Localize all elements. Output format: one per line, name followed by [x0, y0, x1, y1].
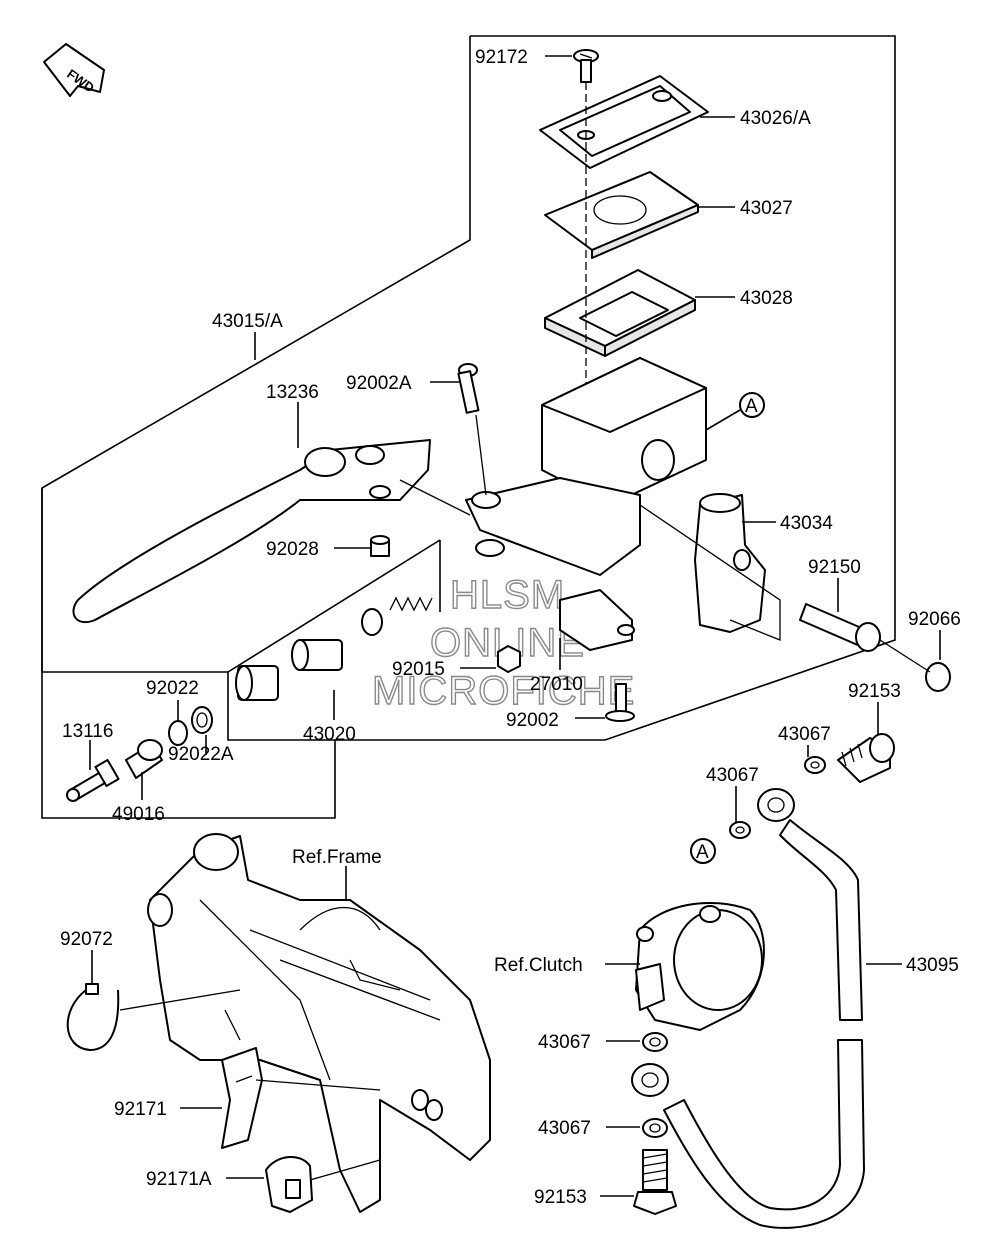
label-92172: 92172 [475, 47, 528, 68]
frame-reference [147, 833, 491, 1213]
pushrod-13116 [66, 758, 120, 802]
label-43027: 43027 [740, 198, 793, 219]
label-92015: 92015 [392, 659, 445, 680]
label-92028: 92028 [266, 539, 319, 560]
washer-43067-c [642, 1032, 668, 1052]
clamp-line [639, 504, 781, 641]
ref-marker-a-top: A [739, 392, 765, 418]
center-line-lever [399, 479, 471, 516]
label-43067-b: 43067 [706, 765, 759, 786]
leader-ref-a-top [705, 409, 741, 431]
label-43067-d: 43067 [538, 1118, 591, 1139]
assembly-bracket-lower [41, 488, 336, 819]
label-43095: 43095 [906, 955, 959, 976]
center-line-92171a [309, 1159, 381, 1181]
label-43015a: 43015/A [212, 311, 283, 332]
clutch-cover [635, 901, 765, 1031]
circlip-92022 [168, 720, 188, 746]
label-92002: 92002 [506, 710, 559, 731]
assembly-bracket-43015a [41, 35, 896, 741]
bolt-92002a [457, 363, 480, 414]
label-92002a: 92002A [346, 373, 412, 394]
label-13116: 13116 [62, 721, 113, 742]
nut-92015 [497, 645, 521, 673]
diaphragm-43028 [544, 269, 696, 357]
washer-43067-b [729, 821, 751, 839]
label-92153-bottom: 92153 [534, 1187, 587, 1208]
clamp-92171 [221, 1047, 263, 1149]
label-43067-a: 43067 [778, 724, 831, 745]
boot-49016 [125, 739, 163, 779]
ref-marker-a-bottom-label: A [696, 842, 709, 863]
plate-43027 [544, 171, 699, 259]
piston-kit-43020 [235, 596, 433, 701]
label-92153-top: 92153 [848, 681, 901, 702]
washer-43067-d [642, 1118, 668, 1138]
label-92022a: 92022A [168, 744, 234, 765]
center-line-92002a [475, 414, 487, 496]
fwd-arrow-icon: FWD [43, 43, 105, 97]
washer-92022a [191, 706, 213, 734]
label-49016: 49016 [112, 804, 165, 825]
cap-92066 [925, 662, 951, 692]
label-ref-frame: Ref.Frame [292, 847, 382, 868]
label-43034: 43034 [780, 513, 833, 534]
screw-92002 [605, 683, 635, 722]
screw-92172 [573, 49, 599, 83]
label-92072: 92072 [60, 929, 113, 950]
brake-hose-43095 [631, 788, 865, 1229]
banjo-bolt-92153-top [837, 733, 895, 783]
clamp-92171a [265, 1156, 313, 1213]
washer-43067-a [804, 756, 826, 774]
center-line-92171 [255, 1079, 381, 1091]
master-cylinder-body [465, 357, 707, 651]
label-43020: 43020 [303, 724, 356, 745]
center-line-92072 [119, 989, 241, 1011]
brake-lever-13236 [72, 439, 431, 623]
label-92022: 92022 [146, 678, 199, 699]
switch-bracket-43034 [694, 493, 766, 633]
label-92066: 92066 [908, 609, 961, 630]
ref-marker-a-bottom: A [690, 838, 716, 864]
label-92171: 92171 [114, 1099, 167, 1120]
bolt-92150 [799, 603, 881, 652]
piston-kit-bracket [227, 539, 441, 673]
label-43067-c: 43067 [538, 1032, 591, 1053]
reservoir-cap-43026a [539, 75, 709, 169]
banjo-bolt-92153-bottom [633, 1149, 677, 1215]
label-92171a: 92171A [146, 1169, 212, 1190]
watermark-line-3: MICROFICHE [372, 669, 635, 713]
label-92150: 92150 [808, 557, 861, 578]
bushing-92028 [370, 535, 390, 557]
label-27010: 27010 [530, 674, 583, 695]
center-line-92066 [879, 639, 931, 673]
label-43026a: 43026/A [740, 108, 811, 129]
band-92072 [66, 983, 120, 1051]
label-43028: 43028 [740, 288, 793, 309]
ref-marker-a-top-label: A [745, 396, 758, 417]
label-13236: 13236 [266, 382, 319, 403]
label-ref-clutch: Ref.Clutch [494, 955, 583, 976]
watermark-line-1: HLSM [450, 573, 565, 617]
